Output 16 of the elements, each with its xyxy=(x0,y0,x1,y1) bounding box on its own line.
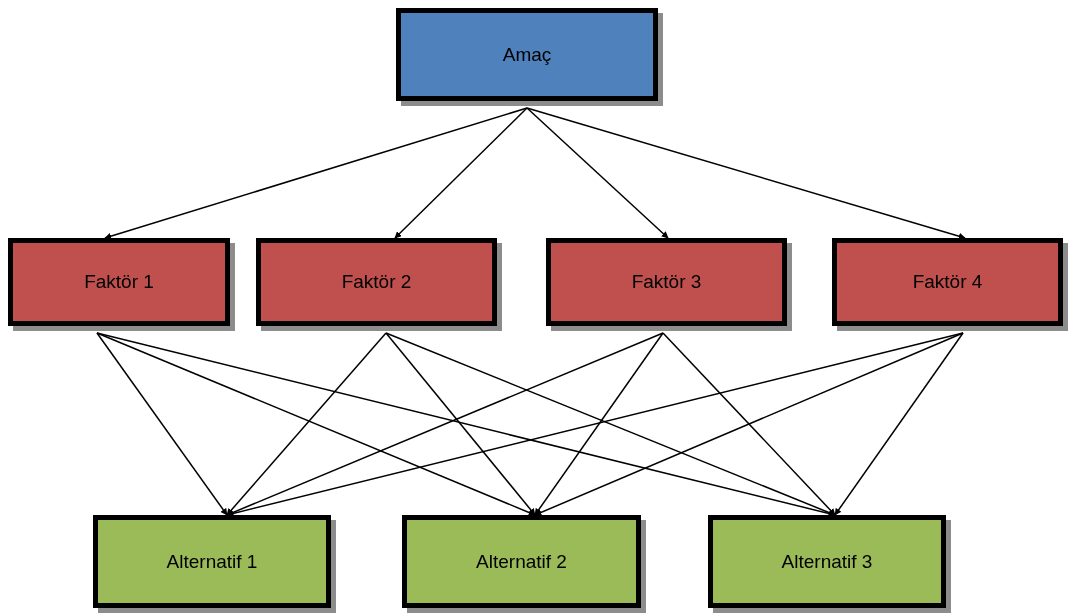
arrow xyxy=(534,332,664,516)
arrow xyxy=(534,332,964,516)
arrow xyxy=(96,332,228,516)
arrow xyxy=(526,107,669,239)
box-label: Alternatif 3 xyxy=(781,550,873,573)
box-label: Alternatif 1 xyxy=(166,550,258,573)
box-label: Alternatif 2 xyxy=(476,550,567,573)
box-label: Faktör 3 xyxy=(631,271,702,293)
arrow xyxy=(834,332,964,516)
box-label: Faktör 2 xyxy=(341,271,412,293)
box-label: Faktör 1 xyxy=(84,271,154,293)
box-label: Faktör 4 xyxy=(912,271,983,293)
arrow xyxy=(226,332,387,516)
box-label: Amaç xyxy=(502,43,552,66)
arrow xyxy=(526,107,966,240)
arrow xyxy=(394,107,528,239)
